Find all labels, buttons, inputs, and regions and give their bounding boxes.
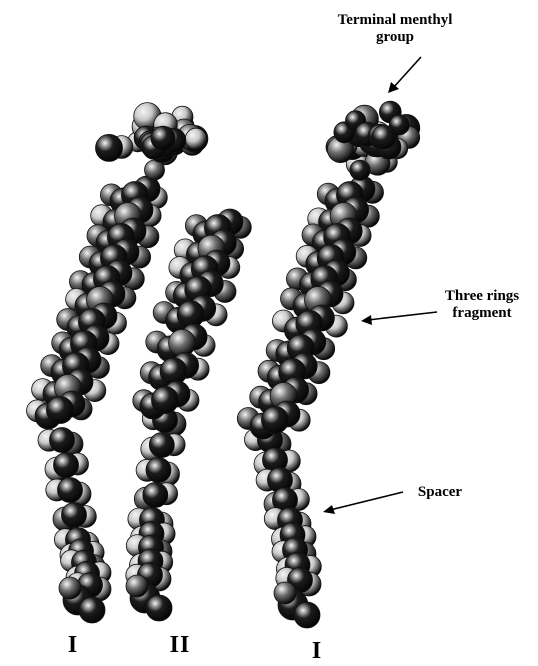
atom-sphere [54,453,79,478]
atom-sphere [160,358,187,385]
arrow-rings [368,312,437,320]
arrow-menthyl [393,57,421,88]
arrow-spacer-head [323,505,335,514]
label-terminal-menthyl-line2: group [330,29,460,46]
atom-sphere [262,407,289,434]
atom-sphere [169,329,196,356]
molecule-right [237,101,419,628]
label-three-rings-line2: fragment [432,305,532,322]
arrow-rings-head [361,315,372,325]
label-three-rings: Three rings fragment [432,288,532,323]
atom-sphere [151,126,175,150]
atom-sphere [50,428,75,453]
atom-sphere [185,128,206,149]
atom-sphere [149,433,174,458]
label-molecule-right: I [302,638,332,666]
atom-sphere [274,582,296,604]
label-molecule-left: I [58,632,88,660]
atom-sphere [62,503,87,528]
atom-sphere [143,483,168,508]
atom-sphere [294,602,320,628]
atom-sphere [350,160,370,180]
atom-sphere [79,597,105,623]
atom-sphere [145,160,165,180]
atom-sphere [146,458,171,483]
atom-sphere [372,125,396,149]
atom-sphere [146,595,172,621]
atom-sphere [152,387,179,414]
label-terminal-menthyl-line1: Terminal menthyl [330,12,460,29]
label-three-rings-line1: Three rings [432,288,532,305]
atom-sphere [177,301,204,328]
label-molecule-middle: II [160,632,200,660]
atom-sphere [58,478,83,503]
arrow-spacer [330,492,403,510]
atom-sphere [96,134,123,161]
label-spacer: Spacer [405,484,475,501]
label-terminal-menthyl: Terminal menthyl group [330,12,460,47]
molecule-middle [126,209,252,621]
atom-sphere [59,577,81,599]
atom-sphere [47,397,74,424]
atom-sphere [126,575,148,597]
